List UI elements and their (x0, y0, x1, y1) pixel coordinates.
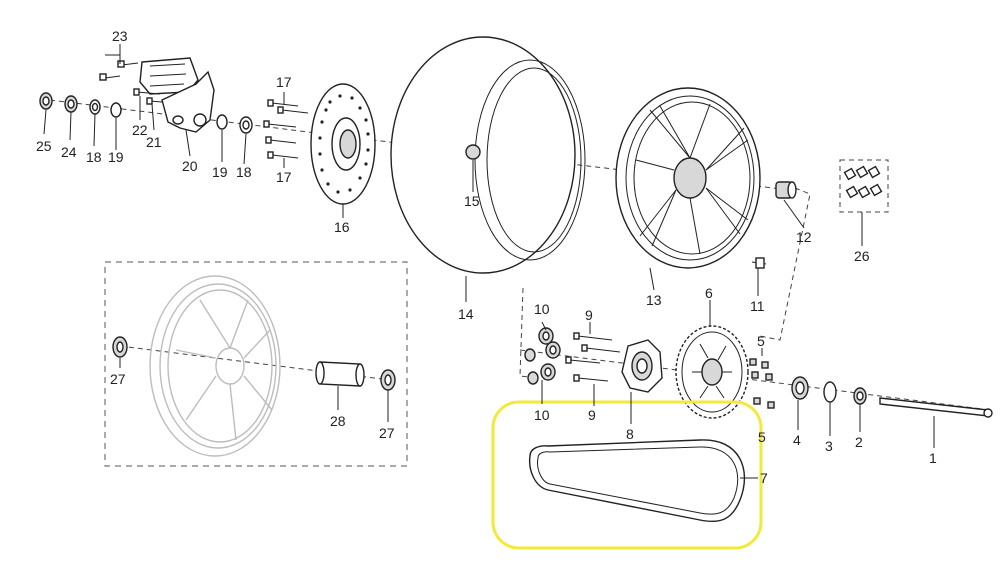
oring-19-left (110, 102, 122, 118)
callout-13: 13 (646, 292, 662, 308)
valve-11 (751, 257, 767, 269)
callout-4: 4 (793, 432, 801, 448)
callout-9-bottom: 9 (588, 407, 596, 423)
callout-12: 12 (796, 229, 812, 245)
wheel-13 (615, 87, 761, 269)
callout-26: 26 (854, 248, 870, 264)
callout-17-bottom: 17 (276, 169, 292, 185)
callout-5-bottom: 5 (758, 429, 766, 445)
reference-assembly-box (104, 261, 408, 467)
brake-caliper-assembly (39, 57, 253, 134)
callout-11: 11 (750, 298, 765, 314)
callout-22: 22 (132, 122, 148, 138)
callout-25: 25 (36, 138, 52, 154)
callout-3: 3 (825, 438, 833, 454)
hardware-kit-26 (839, 159, 889, 213)
callout-28: 28 (330, 413, 346, 429)
callout-10-top: 10 (534, 301, 550, 317)
callout-7: 7 (760, 470, 768, 486)
callout-labels: 23 25 24 18 19 22 21 20 19 18 17 17 16 1… (36, 28, 937, 486)
circlip-3 (823, 381, 837, 403)
callout-21: 21 (146, 134, 162, 150)
callout-27-left: 27 (110, 371, 126, 387)
highlight-box (491, 400, 763, 550)
callout-5-top: 5 (757, 333, 765, 349)
callout-1: 1 (929, 450, 937, 466)
callout-19-left: 19 (108, 149, 124, 165)
bushing-12 (775, 181, 797, 199)
spacer-28 (319, 361, 361, 387)
leader-lines (43, 44, 935, 479)
callout-17-top: 17 (276, 74, 292, 90)
callout-23: 23 (112, 28, 128, 44)
drive-belt-7 (491, 400, 763, 550)
callout-2: 2 (855, 434, 863, 450)
callout-6: 6 (705, 285, 713, 301)
callout-24: 24 (61, 144, 77, 160)
callout-18-left: 18 (86, 149, 102, 165)
callout-8: 8 (626, 426, 634, 442)
callout-10-bottom: 10 (534, 407, 550, 423)
callout-18-right: 18 (236, 164, 252, 180)
axle-1 (879, 397, 989, 417)
callout-16: 16 (334, 219, 350, 235)
callout-14: 14 (458, 306, 474, 322)
disc-bolts-17 (263, 99, 309, 159)
sprocket-hub-assembly (524, 325, 993, 419)
callout-27-right: 27 (379, 425, 395, 441)
tire-14 (390, 36, 586, 274)
callout-15: 15 (464, 193, 480, 209)
callout-20: 20 (182, 158, 198, 174)
callout-9-top: 9 (585, 307, 593, 323)
callout-19-right: 19 (212, 164, 228, 180)
brake-disc-16 (263, 83, 376, 205)
oring-19-right (216, 114, 228, 130)
